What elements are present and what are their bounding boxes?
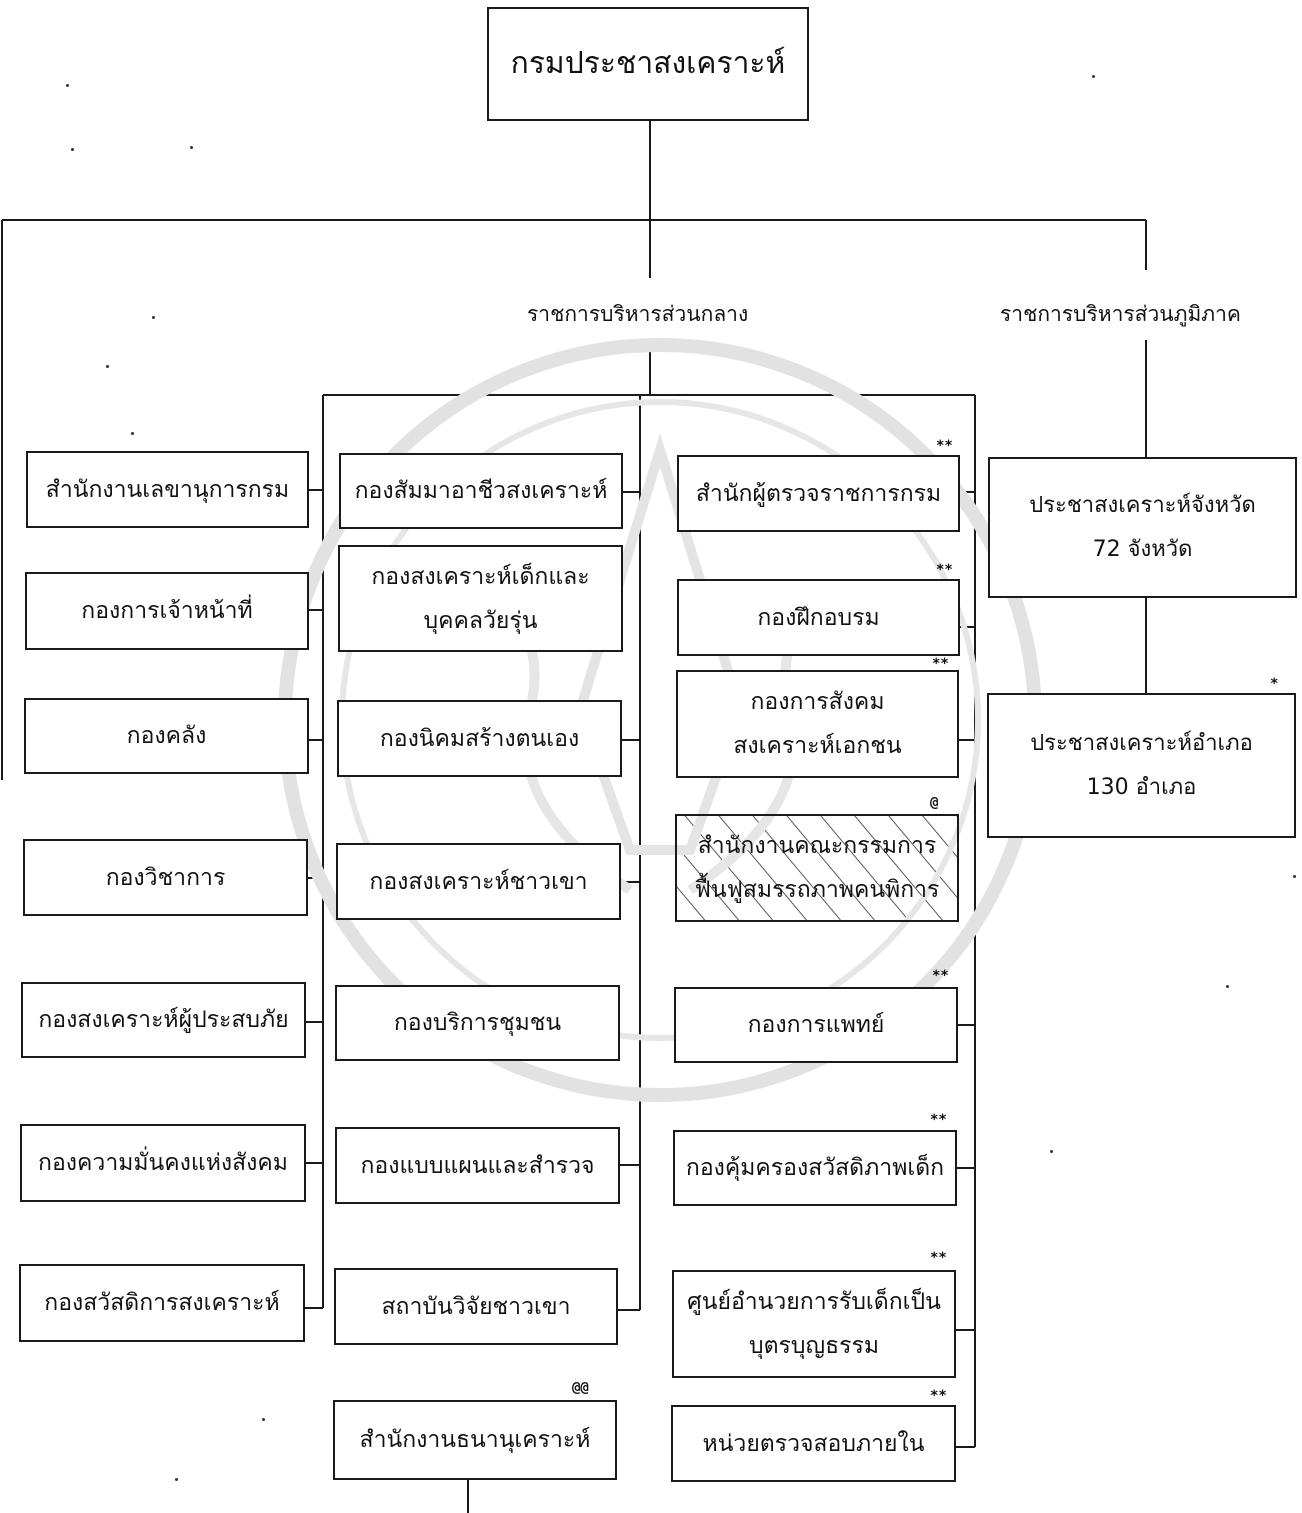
org-unit-label: กองความมั่นคงแห่งสังคม xyxy=(38,1150,288,1176)
org-unit-label: กองสวัสดิการสงเคราะห์ xyxy=(44,1290,280,1316)
scan-speck xyxy=(131,432,134,435)
org-unit-box-hatched: สำนักงานคณะกรรมการ ฟื้นฟูสมรรถภาพคนพิการ xyxy=(675,814,959,922)
org-unit-box: กองสวัสดิการสงเคราะห์ xyxy=(19,1264,305,1342)
scan-speck xyxy=(1226,985,1229,988)
org-unit-label: สำนักงานเลขานุการกรม xyxy=(45,476,290,503)
scan-speck xyxy=(71,148,74,151)
department-box: กรมประชาสงเคราะห์ xyxy=(487,7,809,121)
org-unit-label: กองวิชาการ xyxy=(105,864,226,891)
org-unit-label: กองการเจ้าหน้าที่ xyxy=(81,598,253,624)
org-unit-label: กองฝึกอบรม xyxy=(757,604,880,631)
central-admin-header: ราชการบริหารส่วนกลาง xyxy=(527,302,749,326)
scan-speck xyxy=(106,365,109,368)
org-unit-box: กองความมั่นคงแห่งสังคม xyxy=(20,1124,306,1202)
org-unit-box: กองสงเคราะห์เด็กและ บุคคลวัยรุ่น xyxy=(338,545,623,652)
footnote-mark: ** xyxy=(936,438,953,454)
org-unit-label: กองสงเคราะห์ผู้ประสบภัย xyxy=(38,1007,289,1033)
org-unit-box: กองแบบแผนและสำรวจ xyxy=(335,1127,620,1204)
footnote-mark: ** xyxy=(932,968,949,984)
provincial-unit-box: ประชาสงเคราะห์จังหวัด 72 จังหวัด xyxy=(988,457,1297,598)
scan-speck xyxy=(1050,1150,1053,1153)
scan-speck xyxy=(175,1478,178,1481)
org-unit-label: กองบริการชุมชน xyxy=(393,1010,562,1036)
org-unit-label-line1: กองการสังคม xyxy=(750,689,885,715)
org-unit-label: สำนักผู้ตรวจราชการกรม xyxy=(695,480,942,507)
org-unit-label: กองนิคมสร้างตนเอง xyxy=(379,725,580,752)
org-unit-box: กองสัมมาอาชีวสงเคราะห์ xyxy=(339,453,623,529)
org-unit-label-line2: บุคคลวัยรุ่น xyxy=(423,607,538,634)
org-unit-label: กองสงเคราะห์ชาวเขา xyxy=(369,868,588,895)
org-unit-label-line1: ศูนย์อำนวยการรับเด็กเป็น xyxy=(687,1289,941,1315)
org-unit-box: สถาบันวิจัยชาวเขา xyxy=(334,1268,618,1345)
footnote-mark: ** xyxy=(930,1112,947,1128)
org-unit-box: กองนิคมสร้างตนเอง xyxy=(337,700,622,777)
org-unit-box: กองการเจ้าหน้าที่ xyxy=(25,572,309,650)
scan-speck xyxy=(66,84,69,87)
org-unit-label: สำนักงานธนานุเคราะห์ xyxy=(359,1427,591,1453)
org-unit-box: กองคุ้มครองสวัสดิภาพเด็ก xyxy=(673,1130,957,1206)
footnote-mark: ** xyxy=(930,1250,947,1266)
org-unit-label: หน่วยตรวจสอบภายใน xyxy=(702,1430,925,1457)
org-unit-label-line1: กองสงเคราะห์เด็กและ xyxy=(371,563,590,590)
org-unit-label: กองแบบแผนและสำรวจ xyxy=(360,1152,595,1179)
footnote-mark: * xyxy=(1270,676,1279,692)
footnote-mark: ** xyxy=(936,562,953,578)
scan-speck xyxy=(262,1418,265,1421)
org-unit-label-line2: ฟื้นฟูสมรรถภาพคนพิการ xyxy=(694,877,940,903)
provincial-admin-header: ราชการบริหารส่วนภูมิภาค xyxy=(1000,302,1241,326)
org-unit-label: สถาบันวิจัยชาวเขา xyxy=(381,1293,571,1320)
footnote-mark: ** xyxy=(930,1388,947,1404)
org-unit-label: กองคุ้มครองสวัสดิภาพเด็ก xyxy=(685,1155,945,1181)
org-unit-label-line2: บุตรบุญธรรม xyxy=(749,1333,879,1359)
department-title: กรมประชาสงเคราะห์ xyxy=(510,46,786,81)
footnote-mark: @@ xyxy=(572,1380,589,1396)
org-unit-box: กองสงเคราะห์ชาวเขา xyxy=(336,843,621,920)
provincial-unit-box: ประชาสงเคราะห์อำเภอ 130 อำเภอ xyxy=(987,693,1296,838)
org-unit-label-line2: สงเคราะห์เอกชน xyxy=(733,733,902,759)
org-unit-box: หน่วยตรวจสอบภายใน xyxy=(671,1405,956,1482)
provincial-unit-label-line1: ประชาสงเคราะห์อำเภอ xyxy=(1030,730,1253,756)
org-unit-label-line1: สำนักงานคณะกรรมการ xyxy=(697,833,937,859)
org-unit-box: กองบริการชุมชน xyxy=(335,985,620,1061)
provincial-unit-label-line2: 72 จังหวัด xyxy=(1092,536,1193,562)
org-unit-box: กองการแพทย์ xyxy=(674,987,958,1063)
scan-speck xyxy=(1092,75,1095,78)
org-unit-box: กองสงเคราะห์ผู้ประสบภัย xyxy=(21,982,306,1058)
org-unit-box: ศูนย์อำนวยการรับเด็กเป็น บุตรบุญธรรม xyxy=(672,1270,956,1378)
provincial-unit-label-line2: 130 อำเภอ xyxy=(1086,774,1197,800)
org-unit-label: กองสัมมาอาชีวสงเคราะห์ xyxy=(354,478,608,504)
org-unit-label: กองคลัง xyxy=(126,723,207,749)
scan-speck xyxy=(190,146,193,149)
footnote-mark: @ xyxy=(930,795,939,811)
scan-speck xyxy=(152,316,155,319)
org-unit-box: กองการสังคม สงเคราะห์เอกชน xyxy=(676,670,959,778)
org-unit-box: สำนักงานเลขานุการกรม xyxy=(26,451,309,528)
org-unit-box: กองวิชาการ xyxy=(23,839,308,916)
footnote-mark: ** xyxy=(932,656,949,672)
org-unit-label: กองการแพทย์ xyxy=(747,1012,885,1038)
org-unit-box: สำนักผู้ตรวจราชการกรม xyxy=(677,455,960,532)
org-unit-box: กองฝึกอบรม xyxy=(677,579,960,656)
org-unit-box: สำนักงานธนานุเคราะห์ xyxy=(333,1400,617,1480)
org-unit-box: กองคลัง xyxy=(24,698,309,774)
provincial-unit-label-line1: ประชาสงเคราะห์จังหวัด xyxy=(1029,492,1256,518)
scan-speck xyxy=(1293,875,1296,878)
